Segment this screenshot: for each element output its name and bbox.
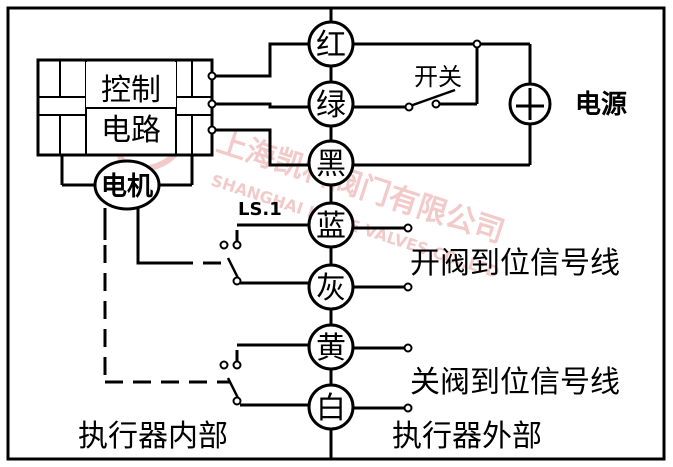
outside-section-label: 执行器外部	[392, 419, 542, 454]
terminal-yellow: 黄	[307, 323, 355, 371]
signal-wires	[331, 226, 405, 410]
power-source: 电源	[508, 82, 627, 126]
power-label: 电源	[575, 90, 627, 120]
controller-label-1: 控制	[101, 73, 161, 108]
terminal-red-label: 红	[316, 28, 346, 63]
open-limit-switch: LS.1	[219, 199, 282, 286]
open-signal-label: 开阀到位信号线	[410, 246, 620, 281]
terminal-green: 绿	[307, 80, 355, 128]
terminal-blue-label: 蓝	[316, 209, 346, 244]
terminal-gray: 灰	[307, 263, 355, 311]
terminal-yellow-label: 黄	[316, 331, 346, 366]
signal-terminals	[403, 223, 413, 413]
limit-switch-label: LS.1	[238, 199, 282, 220]
motor: 电机	[60, 155, 194, 211]
controller-terminals	[207, 71, 217, 135]
close-signal-label: 关阀到位信号线	[410, 365, 620, 400]
terminal-white: 白	[307, 383, 355, 431]
terminal-white-label: 白	[316, 391, 346, 426]
controller-box: 控制 电路	[36, 58, 214, 157]
switch: 开关	[404, 39, 482, 112]
close-limit-switch	[219, 360, 242, 406]
controller-label-2: 电路	[101, 113, 161, 148]
terminal-black: 黑	[307, 139, 355, 187]
terminal-green-label: 绿	[316, 88, 346, 123]
terminal-gray-label: 灰	[316, 271, 346, 306]
terminal-blue: 蓝	[307, 201, 355, 249]
motor-label: 电机	[101, 172, 153, 202]
diagram-frame	[6, 6, 666, 461]
terminal-red: 红	[307, 20, 355, 68]
controller-wires	[215, 42, 331, 167]
terminal-black-label: 黑	[316, 147, 346, 182]
switch-label: 开关	[414, 63, 462, 91]
inside-section-label: 执行器内部	[78, 419, 228, 454]
